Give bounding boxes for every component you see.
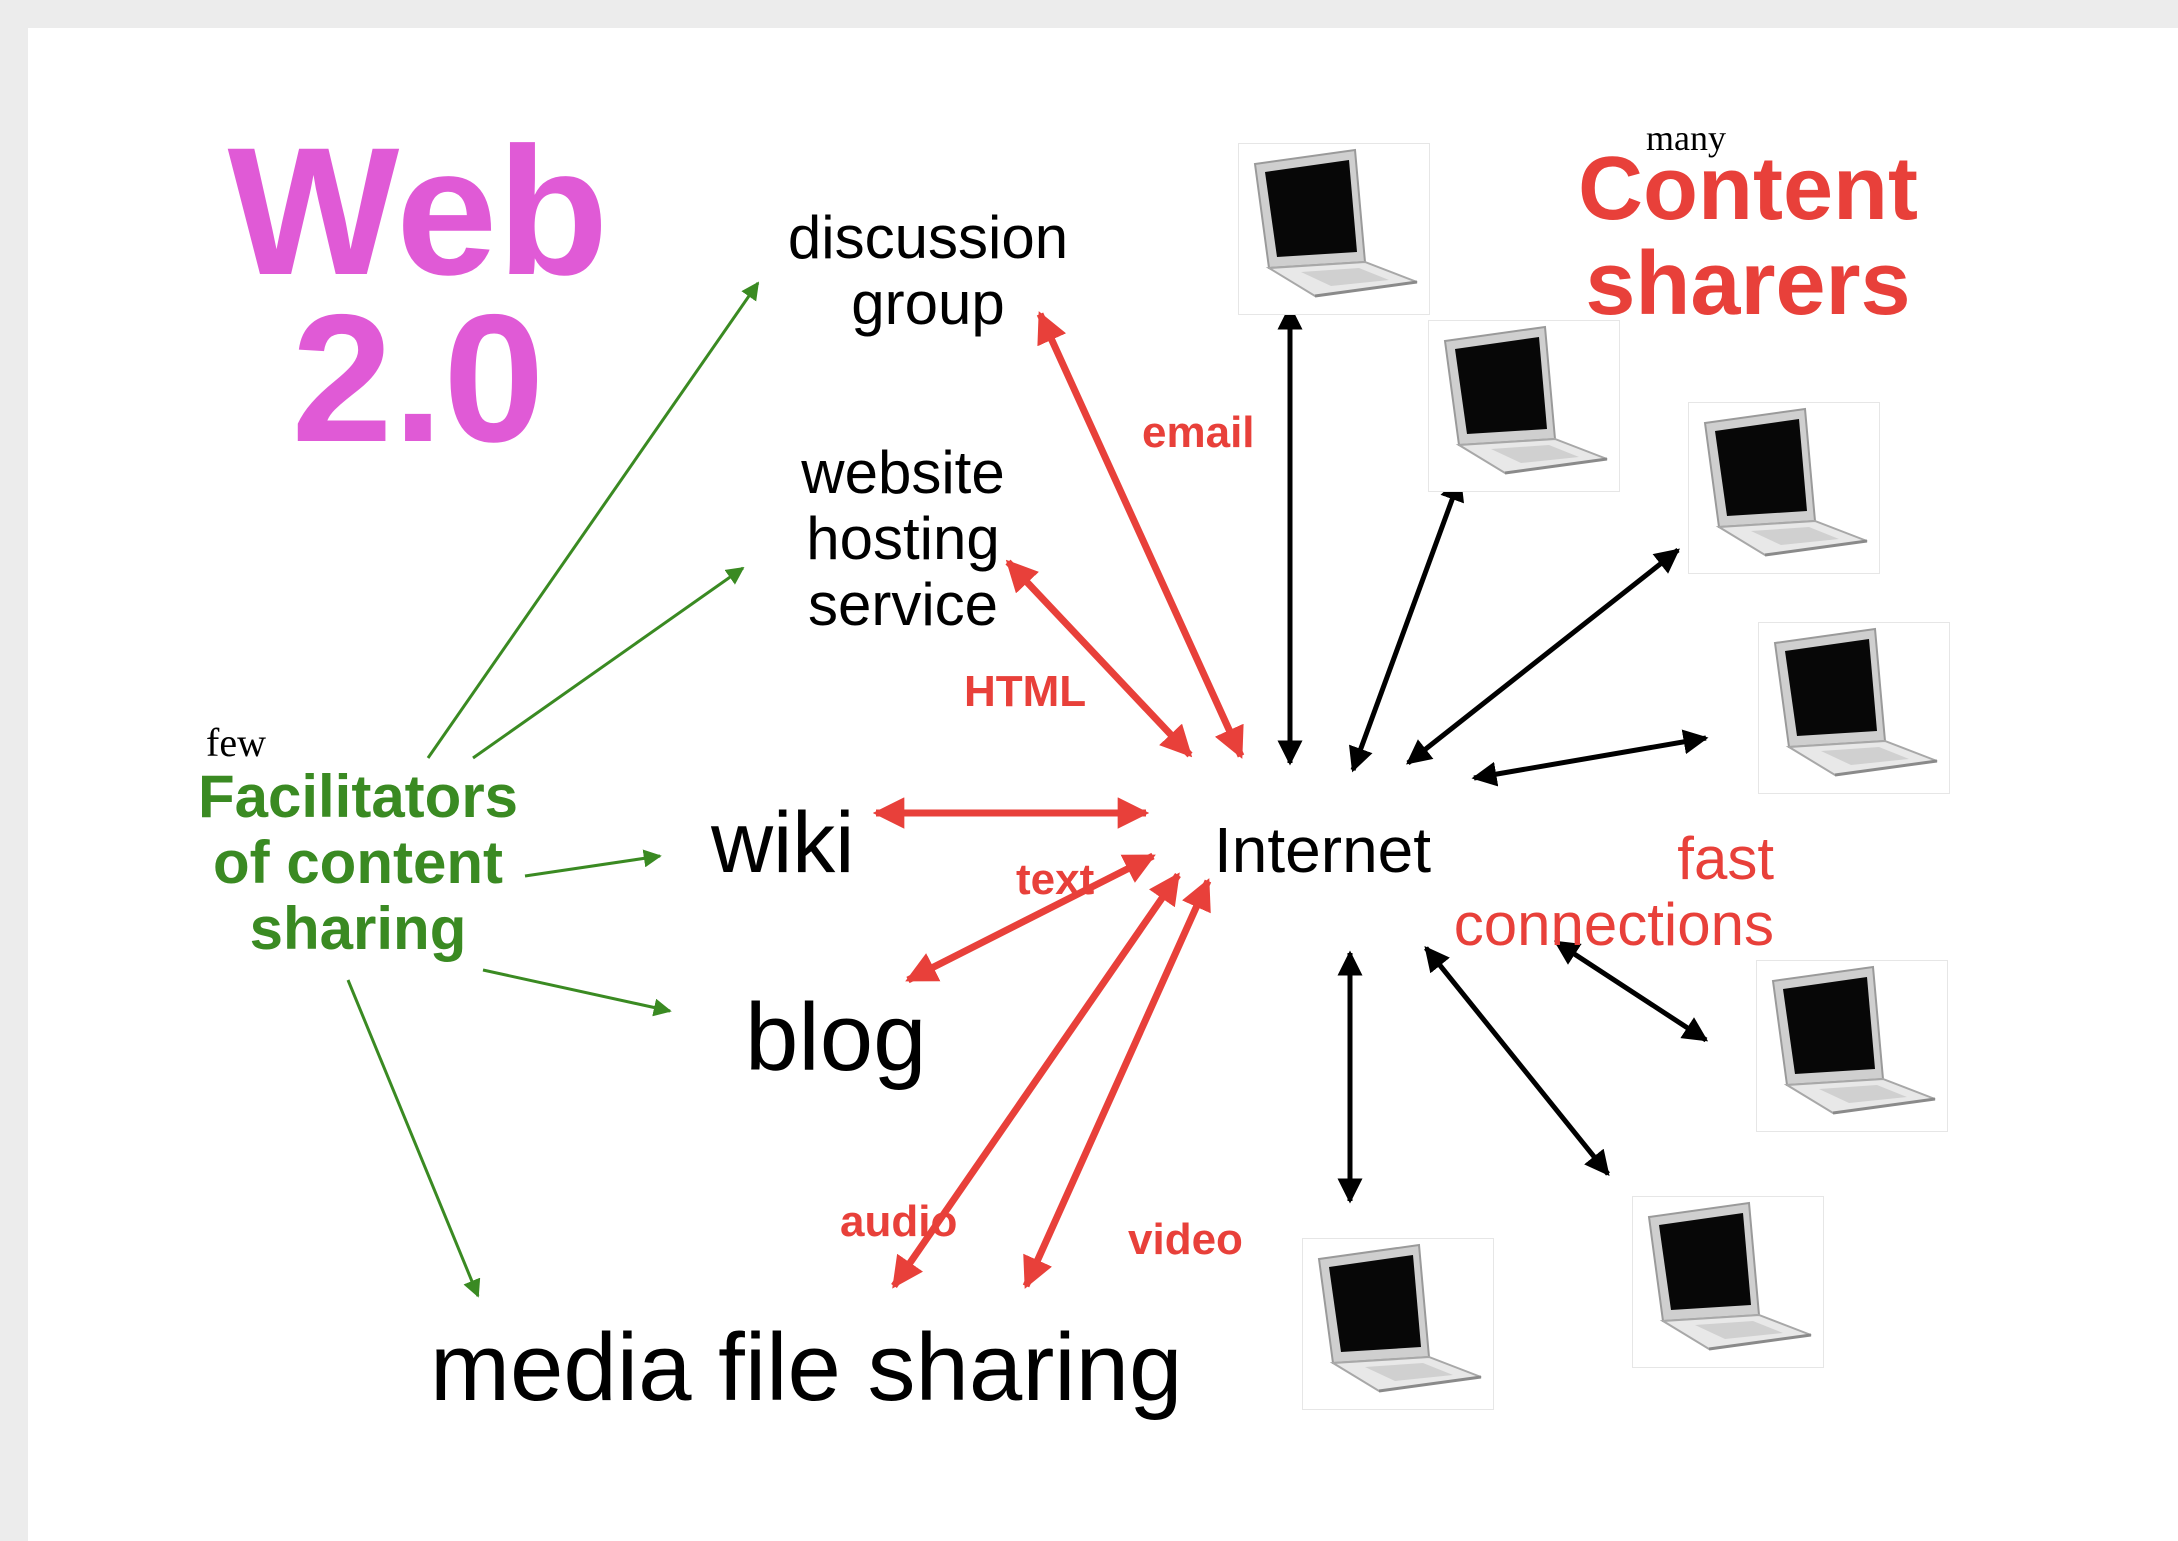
laptop-icon bbox=[1302, 1238, 1494, 1410]
website-hosting-label: website hosting service bbox=[728, 440, 1078, 638]
hosting-line-2: hosting bbox=[806, 505, 1000, 572]
diagram-canvas: Web 2.0 few Facilitators of content shar… bbox=[28, 28, 2178, 1541]
facilitators-label: Facilitators of content sharing bbox=[148, 764, 568, 962]
arrow-facilitators-discussion bbox=[426, 281, 760, 759]
laptop-icon bbox=[1688, 402, 1880, 574]
content-sharers-line-1: Content bbox=[1578, 139, 1918, 239]
discussion-group-label: discussion group bbox=[718, 205, 1138, 337]
edge-label-html: HTML bbox=[964, 667, 1087, 716]
facilitators-line-2: of content bbox=[213, 829, 503, 896]
arrow-internet-media-video bbox=[1022, 878, 1212, 1289]
internet-hub-label: Internet bbox=[1214, 814, 1432, 886]
discussion-line-1: discussion bbox=[787, 204, 1069, 271]
content-sharers-label: Content sharers bbox=[1538, 142, 1958, 331]
laptop-icon bbox=[1632, 1196, 1824, 1368]
edge-label-text: text bbox=[1016, 855, 1095, 904]
hosting-line-1: website bbox=[801, 439, 1005, 506]
blog-label: blog bbox=[745, 984, 927, 1091]
discussion-line-2: group bbox=[851, 270, 1005, 337]
wiki-label: wiki bbox=[711, 795, 855, 891]
arrow-facilitators-media bbox=[346, 979, 481, 1298]
arrow-internet-discussion bbox=[1036, 311, 1245, 759]
arrow-laptop-6 bbox=[1424, 946, 1610, 1176]
arrow-laptop-4 bbox=[1471, 729, 1709, 787]
arrow-laptop-2 bbox=[1349, 475, 1464, 773]
fast-connections-line-2: connections bbox=[1453, 891, 1774, 958]
facilitators-line-1: Facilitators bbox=[197, 763, 519, 830]
arrow-internet-hosting bbox=[1005, 559, 1193, 758]
laptop-icon bbox=[1428, 320, 1620, 492]
laptop-icon bbox=[1756, 960, 1948, 1132]
fast-connections-line-1: fast bbox=[1677, 825, 1774, 892]
connection-arrows bbox=[346, 281, 1709, 1298]
laptop-icon bbox=[1238, 143, 1430, 315]
hosting-line-3: service bbox=[807, 571, 999, 638]
facilitators-qualifier: few bbox=[206, 720, 266, 765]
arrow-facilitators-hosting bbox=[472, 566, 745, 760]
content-sharers-line-2: sharers bbox=[1585, 233, 1911, 334]
laptop-icon bbox=[1758, 622, 1950, 794]
edge-label-email: email bbox=[1142, 408, 1255, 457]
fast-connections-label: fast connections bbox=[1354, 826, 1774, 958]
edge-label-audio: audio bbox=[840, 1197, 958, 1246]
diagram-title: Web 2.0 bbox=[188, 109, 648, 481]
edge-label-video: video bbox=[1128, 1215, 1243, 1264]
arrow-laptop-3 bbox=[1406, 548, 1680, 765]
arrow-facilitators-wiki bbox=[524, 849, 662, 878]
media-file-sharing-label: media file sharing bbox=[430, 1314, 1183, 1421]
title-line-1: Web bbox=[227, 109, 609, 313]
facilitators-line-3: sharing bbox=[249, 895, 467, 962]
title-line-2: 2.0 bbox=[291, 276, 545, 481]
content-sharers-qualifier: many bbox=[1646, 118, 1726, 158]
arrow-facilitators-blog bbox=[482, 968, 672, 1017]
